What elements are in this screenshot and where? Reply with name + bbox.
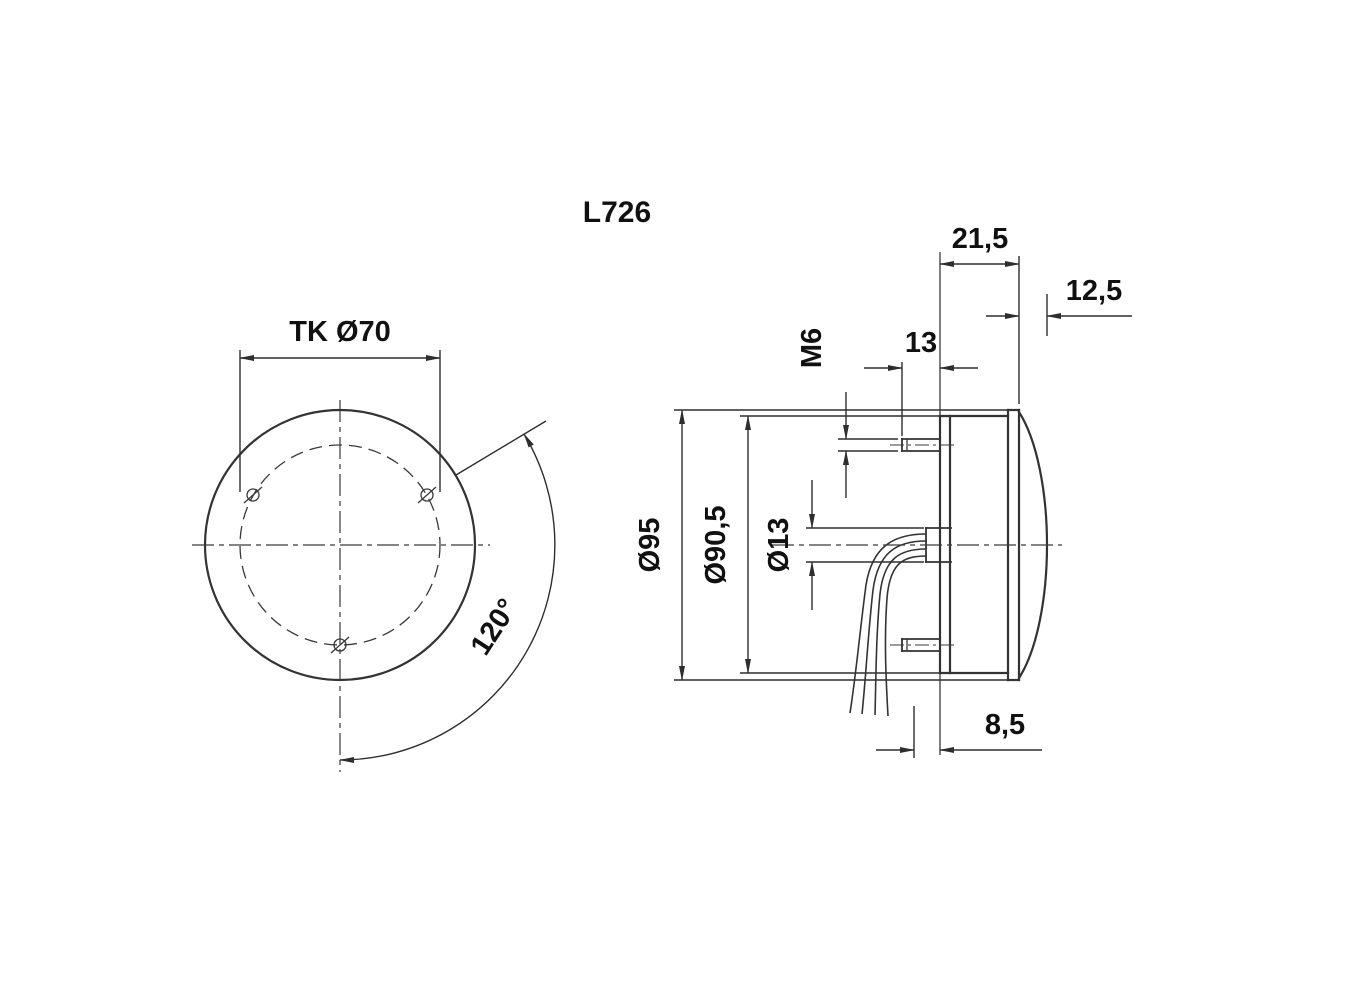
bolt-circle-dim-label: TK Ø70 bbox=[289, 316, 391, 348]
overall-depth-dimension: 21,5 bbox=[939, 223, 1020, 404]
cable bbox=[874, 548, 927, 716]
hole-diameter-dim-label: Ø13 bbox=[763, 518, 795, 573]
bolt-circle-dimension: TK Ø70 bbox=[239, 316, 441, 492]
body-diameter-dimension: Ø90,5 bbox=[700, 415, 751, 674]
overall-depth-dim-label: 21,5 bbox=[952, 223, 1008, 255]
thread-dim-label: M6 bbox=[796, 328, 828, 368]
cable bbox=[849, 533, 927, 714]
lens-depth-dimension: 12,5 bbox=[986, 275, 1132, 336]
hole-diameter-dimension: Ø13 bbox=[763, 480, 924, 610]
front-view: TK Ø70 120° bbox=[192, 316, 556, 772]
outer-diameter-dimension: Ø95 bbox=[634, 409, 685, 681]
side-view: Ø95 Ø90,5 Ø13 M6 13 bbox=[634, 223, 1132, 758]
lens-depth-dim-label: 12,5 bbox=[1066, 275, 1122, 307]
angle-arc bbox=[339, 433, 556, 763]
stud-length-dimension: 13 bbox=[864, 327, 978, 436]
rear-depth-dim-label: 8,5 bbox=[985, 709, 1025, 741]
angle-dimension: 120° bbox=[339, 420, 556, 763]
bolt-hole-tick bbox=[243, 486, 263, 504]
body-diameter-dim-label: Ø90,5 bbox=[700, 506, 732, 585]
cable bbox=[884, 555, 927, 717]
stud-length-dim-label: 13 bbox=[905, 327, 937, 359]
rear-depth-dimension: 8,5 bbox=[876, 706, 1042, 758]
cable bbox=[861, 540, 927, 715]
mounting-stud-bottom bbox=[890, 638, 958, 652]
mounting-stud-top bbox=[890, 438, 958, 452]
thread-dimension: M6 bbox=[796, 328, 898, 498]
angle-dim-label: 120° bbox=[465, 593, 525, 661]
bolt-hole bbox=[246, 488, 260, 502]
cables bbox=[849, 533, 927, 717]
page-title: L726 bbox=[583, 196, 651, 229]
outer-diameter-dim-label: Ø95 bbox=[634, 518, 666, 573]
